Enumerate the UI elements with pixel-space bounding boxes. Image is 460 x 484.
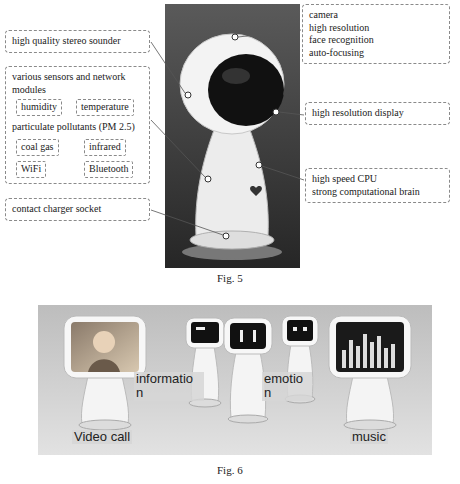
photo-ground <box>38 305 432 455</box>
callout-dots <box>185 34 279 239</box>
robot-music <box>329 316 411 430</box>
robot-body <box>196 130 269 236</box>
robot-head <box>180 34 284 134</box>
callout-text: contact charger socket <box>12 203 143 216</box>
callout-subtext: particulate pollutants (PM 2.5) <box>12 121 135 134</box>
callout-box: high resolution display <box>305 102 450 125</box>
sensor-box: infrared <box>84 139 126 156</box>
callout-box: high speed CPUstrong computational brain <box>305 168 450 203</box>
heart-mark <box>250 186 262 196</box>
module-box: Bluetooth <box>84 161 133 178</box>
sensor-box: temperature <box>76 99 134 116</box>
sensor-box: coal gas <box>16 139 59 156</box>
callout-text: high resolution display <box>312 107 443 120</box>
sensor-group-box: various sensors and network modules parti… <box>5 66 150 184</box>
robot-face-display <box>208 54 284 126</box>
module-box: WiFi <box>16 161 46 178</box>
callout-text: humidity <box>21 101 57 114</box>
callout-text: infrared <box>89 141 121 154</box>
robot-center <box>224 318 272 423</box>
function-label: emotio n <box>262 372 312 401</box>
function-label: informatio n <box>134 372 204 401</box>
sensor-box: humidity <box>16 99 62 116</box>
callout-subtext: face recognition <box>309 34 443 47</box>
callout-text: various sensors and network modules <box>12 71 143 96</box>
figure-label: Fig. 5 <box>217 272 243 284</box>
figure-label: Fig. 6 <box>217 464 243 476</box>
callout-text: coal gas <box>21 141 54 154</box>
callout-subtext: strong computational brain <box>312 186 443 199</box>
callout-subtext: high resolution <box>309 22 443 35</box>
leader-lines <box>151 30 304 235</box>
function-label: Video call <box>72 430 132 444</box>
callout-text: high speed CPU <box>312 173 443 186</box>
function-label: music <box>350 430 388 444</box>
photo-ground <box>165 4 300 268</box>
callout-box: camerahigh resolutionface recognitionaut… <box>302 4 450 64</box>
callout-text: high quality stereo sounder <box>12 35 143 48</box>
callout-box: high quality stereo sounder <box>5 30 150 53</box>
callout-text: temperature <box>81 101 129 114</box>
callout-text: Bluetooth <box>89 163 128 176</box>
callout-text: WiFi <box>21 163 41 176</box>
callout-subtext: auto-focusing <box>309 47 443 60</box>
callout-box: contact charger socket <box>5 198 150 221</box>
callout-text: camera <box>309 9 443 22</box>
